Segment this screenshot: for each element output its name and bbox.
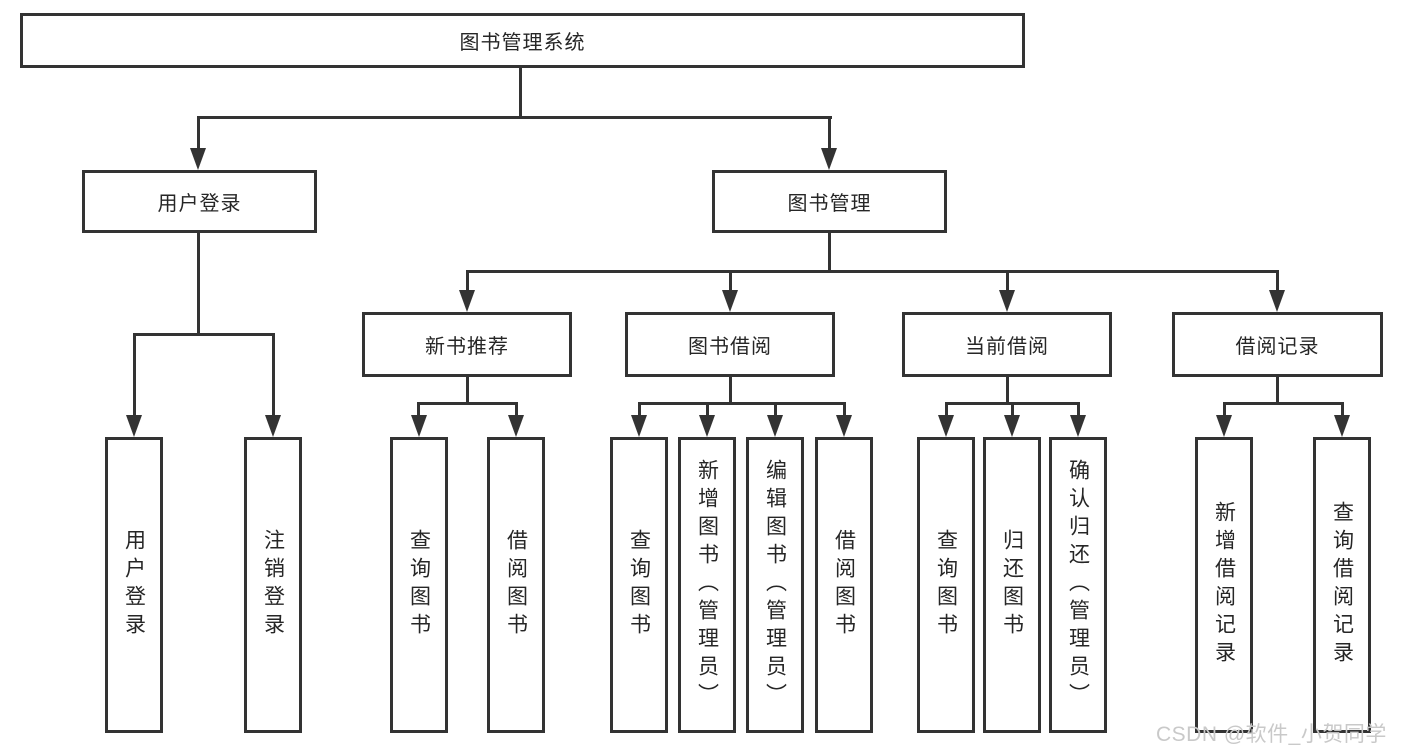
node-book-borrow: 图书借阅: [625, 312, 835, 377]
arrowhead-book-management: [821, 148, 837, 170]
leaf-add-book-admin: 新增图书（管理员）: [678, 437, 736, 733]
connector-drop-query-record: [1341, 402, 1344, 418]
connector-drop-new-book: [466, 270, 469, 292]
leaf-return-book: 归还图书: [983, 437, 1041, 733]
leaf-query-books-3-label: 查询图书: [934, 529, 958, 641]
connector-current-borrow-stem: [1006, 377, 1009, 405]
node-new-book-recommend: 新书推荐: [362, 312, 572, 377]
leaf-return-book-label: 归还图书: [1000, 529, 1024, 641]
node-borrow-records-label: 借阅记录: [1235, 336, 1320, 358]
connector-drop-query-books-3: [945, 402, 948, 418]
node-user-login-label: 用户登录: [157, 193, 242, 215]
leaf-logout: 注销登录: [244, 437, 302, 733]
leaf-logout-label: 注销登录: [261, 529, 285, 641]
leaf-confirm-return-admin: 确认归还（管理员）: [1049, 437, 1107, 733]
leaf-query-books-2: 查询图书: [610, 437, 668, 733]
connector-root-stem: [519, 68, 522, 118]
leaf-query-books-1: 查询图书: [390, 437, 448, 733]
connector-drop-leaf-logout: [272, 333, 275, 417]
connector-drop-user-login: [197, 116, 200, 150]
csdn-watermark: CSDN @软件_小贺同学: [1156, 723, 1387, 746]
leaf-edit-book-admin-label: 编辑图书（管理员）: [763, 459, 787, 711]
leaf-borrow-books-2-label: 借阅图书: [832, 529, 856, 641]
connector-borrow-records-rail: [1223, 402, 1344, 405]
node-book-borrow-label: 图书借阅: [688, 336, 772, 358]
arrowhead-borrow-books-2: [836, 415, 852, 437]
node-book-management-label: 图书管理: [787, 193, 872, 215]
arrowhead-add-record: [1216, 415, 1232, 437]
connector-drop-add-book: [706, 402, 709, 418]
node-borrow-records: 借阅记录: [1172, 312, 1383, 377]
connector-book-borrow-stem: [729, 377, 732, 405]
leaf-query-borrow-record-label: 查询借阅记录: [1330, 501, 1354, 669]
arrowhead-new-book: [459, 290, 475, 312]
connector-borrow-records-stem: [1276, 377, 1279, 405]
arrowhead-query-books-1: [411, 415, 427, 437]
connector-root-rail: [197, 116, 832, 119]
arrowhead-leaf-logout: [265, 415, 281, 437]
leaf-query-books-1-label: 查询图书: [407, 529, 431, 641]
leaf-confirm-return-admin-label: 确认归还（管理员）: [1066, 459, 1090, 711]
connector-book-borrow-rail: [638, 402, 846, 405]
arrowhead-confirm-return: [1070, 415, 1086, 437]
leaf-query-borrow-record: 查询借阅记录: [1313, 437, 1371, 733]
connector-book-management-stem: [828, 233, 831, 273]
connector-new-book-rail: [418, 402, 518, 405]
leaf-query-books-2-label: 查询图书: [627, 529, 651, 641]
arrowhead-book-borrow: [722, 290, 738, 312]
node-book-management: 图书管理: [712, 170, 947, 233]
leaf-add-borrow-record-label: 新增借阅记录: [1212, 501, 1236, 669]
arrowhead-query-books-2: [631, 415, 647, 437]
arrowhead-leaf-user-login: [126, 415, 142, 437]
arrowhead-query-books-3: [938, 415, 954, 437]
node-library-system-label: 图书管理系统: [459, 32, 586, 54]
arrowhead-edit-book: [767, 415, 783, 437]
connector-drop-current-borrow: [1006, 270, 1009, 292]
connector-drop-leaf-user-login: [133, 333, 136, 417]
node-library-system: 图书管理系统: [20, 13, 1025, 68]
connector-drop-query-books-2: [638, 402, 641, 418]
leaf-edit-book-admin: 编辑图书（管理员）: [746, 437, 804, 733]
arrowhead-user-login: [190, 148, 206, 170]
arrowhead-add-book: [699, 415, 715, 437]
connector-book-management-rail: [466, 270, 1279, 273]
arrowhead-current-borrow: [999, 290, 1015, 312]
connector-drop-add-record: [1223, 402, 1226, 418]
leaf-user-login: 用户登录: [105, 437, 163, 733]
connector-drop-borrow-books-1: [515, 402, 518, 418]
connector-user-login-rail: [133, 333, 275, 336]
arrowhead-borrow-books-1: [508, 415, 524, 437]
node-current-borrow: 当前借阅: [902, 312, 1112, 377]
connector-new-book-stem: [466, 377, 469, 405]
connector-drop-borrow-books-2: [843, 402, 846, 418]
leaf-add-borrow-record: 新增借阅记录: [1195, 437, 1253, 733]
arrowhead-return-book: [1004, 415, 1020, 437]
node-user-login: 用户登录: [82, 170, 317, 233]
leaf-borrow-books-1: 借阅图书: [487, 437, 545, 733]
arrowhead-borrow-records: [1269, 290, 1285, 312]
connector-drop-return-book: [1011, 402, 1014, 418]
arrowhead-query-record: [1334, 415, 1350, 437]
node-current-borrow-label: 当前借阅: [965, 336, 1049, 358]
node-new-book-recommend-label: 新书推荐: [425, 336, 509, 358]
leaf-borrow-books-1-label: 借阅图书: [504, 529, 528, 641]
connector-drop-query-books-1: [417, 402, 420, 418]
leaf-add-book-admin-label: 新增图书（管理员）: [695, 459, 719, 711]
connector-drop-edit-book: [774, 402, 777, 418]
leaf-user-login-label: 用户登录: [122, 529, 146, 641]
leaf-query-books-3: 查询图书: [917, 437, 975, 733]
connector-drop-borrow-records: [1276, 270, 1279, 292]
connector-user-login-stem: [197, 233, 200, 336]
connector-drop-book-management: [828, 116, 831, 150]
connector-drop-book-borrow: [729, 270, 732, 292]
leaf-borrow-books-2: 借阅图书: [815, 437, 873, 733]
connector-drop-confirm-return: [1077, 402, 1080, 418]
